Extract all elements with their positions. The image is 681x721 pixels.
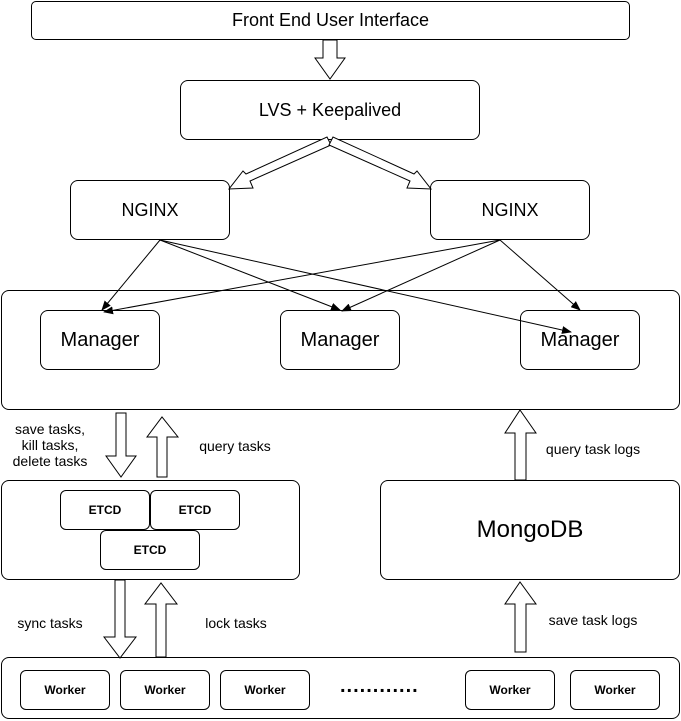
arrow-nginx2-to-manager2 bbox=[341, 239, 501, 312]
arrow-nginx1-to-manager3 bbox=[159, 239, 572, 334]
worker-box-4: Worker bbox=[465, 670, 555, 710]
etcd-label: ETCD bbox=[133, 543, 167, 557]
worker-label: Worker bbox=[144, 683, 186, 697]
worker-label: Worker bbox=[594, 683, 636, 697]
worker-ellipsis: ............ bbox=[340, 675, 419, 697]
manager-label: Manager bbox=[300, 328, 380, 351]
worker-box-1: Worker bbox=[20, 670, 110, 710]
manager-box-3: Manager bbox=[520, 310, 640, 370]
worker-label: Worker bbox=[44, 683, 86, 697]
arrow-etcd-to-worker bbox=[102, 579, 138, 659]
arrow-nginx1-to-manager1 bbox=[101, 239, 161, 311]
arrow-frontend-to-lvs bbox=[314, 39, 346, 80]
manager-label: Manager bbox=[60, 328, 140, 351]
worker-box-3: Worker bbox=[220, 670, 310, 710]
arrow-nginx2-to-manager1 bbox=[103, 239, 501, 315]
manager-label: Manager bbox=[540, 328, 620, 351]
mongodb-box: MongoDB bbox=[380, 480, 680, 580]
save-task-logs-label: save task logs bbox=[548, 612, 638, 628]
save-kill-delete-label: save tasks, kill tasks, delete tasks bbox=[12, 421, 88, 469]
arrow-manager-to-etcd bbox=[105, 412, 137, 478]
arrow-nginx1-to-manager2 bbox=[159, 239, 341, 311]
arrow-worker-to-etcd bbox=[143, 582, 179, 658]
frontend-box: Front End User Interface bbox=[31, 1, 630, 40]
lvs-label: LVS + Keepalived bbox=[258, 99, 402, 120]
nginx-label: NGINX bbox=[481, 199, 539, 220]
arrow-lvs-to-nginx-right bbox=[328, 136, 433, 190]
lvs-box: LVS + Keepalived bbox=[180, 80, 480, 140]
etcd-box-3: ETCD bbox=[100, 530, 200, 570]
worker-label: Worker bbox=[489, 683, 531, 697]
query-task-logs-label: query task logs bbox=[545, 441, 641, 457]
nginx-box-right: NGINX bbox=[430, 180, 590, 240]
etcd-label: ETCD bbox=[88, 503, 122, 517]
etcd-box-1: ETCD bbox=[60, 490, 150, 530]
arrow-etcd-to-manager bbox=[146, 416, 180, 478]
mongodb-label: MongoDB bbox=[476, 516, 584, 543]
worker-box-2: Worker bbox=[120, 670, 210, 710]
etcd-label: ETCD bbox=[178, 503, 212, 517]
etcd-box-2: ETCD bbox=[150, 490, 240, 530]
worker-box-5: Worker bbox=[570, 670, 660, 710]
arrow-lvs-to-nginx-left bbox=[227, 136, 332, 190]
nginx-box-left: NGINX bbox=[70, 180, 230, 240]
arrow-worker-to-mongodb bbox=[504, 581, 537, 653]
lock-tasks-label: lock tasks bbox=[205, 615, 267, 631]
frontend-label: Front End User Interface bbox=[231, 10, 430, 30]
query-tasks-label: query tasks bbox=[199, 438, 271, 454]
nginx-label: NGINX bbox=[121, 199, 179, 220]
arrow-mongodb-to-manager bbox=[504, 409, 537, 481]
sync-tasks-label: sync tasks bbox=[17, 615, 83, 631]
arrow-nginx2-to-manager3 bbox=[499, 239, 581, 311]
manager-box-1: Manager bbox=[40, 310, 160, 370]
worker-cluster bbox=[1, 657, 680, 719]
manager-box-2: Manager bbox=[280, 310, 400, 370]
worker-label: Worker bbox=[244, 683, 286, 697]
